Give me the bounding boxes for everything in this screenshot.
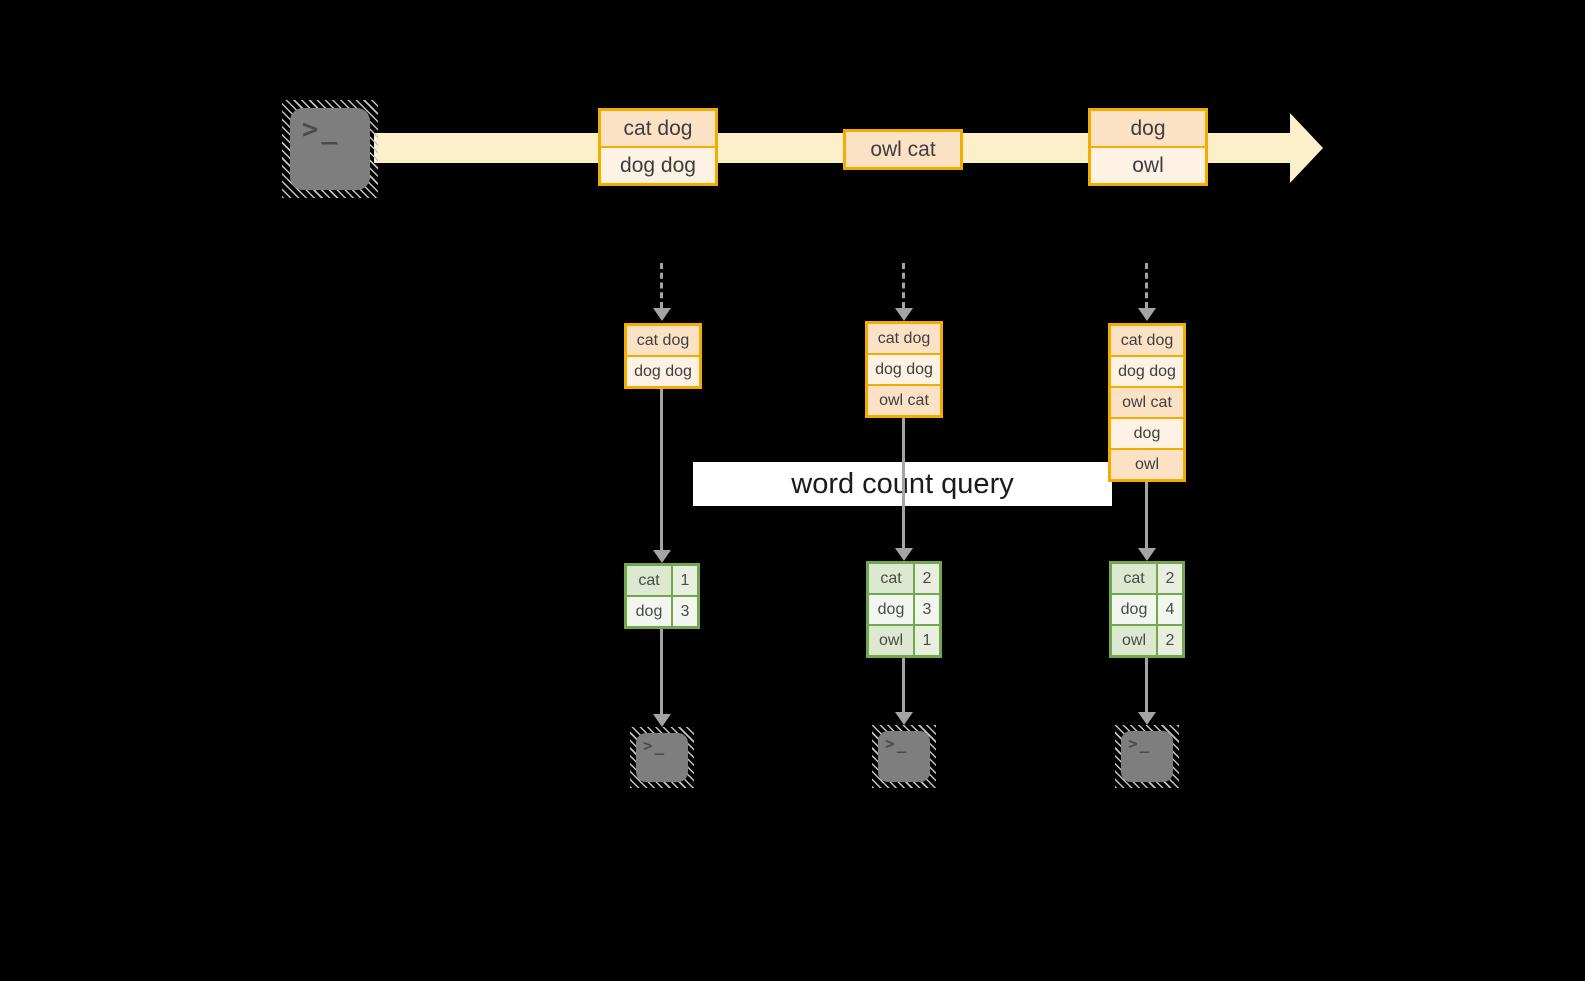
source-terminal-icon: >_ bbox=[282, 100, 378, 198]
stream-record: dog bbox=[1091, 111, 1205, 146]
table-row: dog 3 bbox=[869, 593, 939, 624]
dashed-arrow-head-icon bbox=[895, 308, 913, 321]
count-cell: 3 bbox=[915, 595, 939, 624]
stream-arrowhead-icon bbox=[1290, 113, 1323, 183]
output-terminal-icon-1: >_ bbox=[630, 727, 694, 788]
table-row: owl 2 bbox=[1112, 624, 1182, 655]
terminal-prompt-icon: >_ bbox=[885, 734, 909, 753]
count-cell: 1 bbox=[915, 626, 939, 655]
word-cell: cat bbox=[1112, 564, 1158, 593]
stream-record: dog dog bbox=[601, 146, 715, 183]
count-cell: 2 bbox=[1158, 626, 1182, 655]
terminal-prompt-icon: >_ bbox=[643, 736, 667, 755]
state-record: dog bbox=[1111, 417, 1183, 448]
output-arrow-head-icon bbox=[895, 712, 913, 725]
table-row: dog 4 bbox=[1112, 593, 1182, 624]
table-row: cat 2 bbox=[1112, 564, 1182, 593]
stream-batch-box-3: dog owl bbox=[1088, 108, 1208, 186]
output-arrow-line bbox=[902, 658, 905, 712]
word-cell: owl bbox=[869, 626, 915, 655]
state-record: owl cat bbox=[868, 384, 940, 415]
query-arrow-head-icon bbox=[1138, 548, 1156, 561]
terminal-screen: >_ bbox=[1121, 731, 1173, 782]
table-row: dog 3 bbox=[627, 595, 697, 626]
output-terminal-icon-2: >_ bbox=[872, 725, 936, 788]
table-row: owl 1 bbox=[869, 624, 939, 655]
word-count-table-1: cat 1 dog 3 bbox=[624, 563, 700, 629]
state-box-2: cat dog dog dog owl cat bbox=[865, 321, 943, 418]
output-arrow-head-icon bbox=[1138, 712, 1156, 725]
state-record: cat dog bbox=[868, 324, 940, 353]
table-row: cat 1 bbox=[627, 566, 697, 595]
dashed-arrow-line bbox=[902, 263, 905, 308]
dashed-arrow-head-icon bbox=[1138, 308, 1156, 321]
query-arrow-line bbox=[1145, 482, 1148, 548]
state-box-3: cat dog dog dog owl cat dog owl bbox=[1108, 323, 1186, 482]
query-arrow-line bbox=[660, 389, 663, 550]
stream-record: owl bbox=[1091, 146, 1205, 183]
word-cell: dog bbox=[627, 597, 673, 626]
table-row: cat 2 bbox=[869, 564, 939, 593]
word-cell: cat bbox=[869, 564, 915, 593]
count-cell: 2 bbox=[915, 564, 939, 593]
terminal-prompt-icon: >_ bbox=[1128, 734, 1152, 753]
word-cell: owl bbox=[1112, 626, 1158, 655]
terminal-screen: >_ bbox=[636, 733, 688, 782]
word-cell: dog bbox=[1112, 595, 1158, 624]
stream-record: cat dog bbox=[601, 111, 715, 146]
terminal-prompt-icon: >_ bbox=[302, 114, 341, 145]
query-arrow-head-icon bbox=[653, 550, 671, 563]
output-arrow-head-icon bbox=[653, 714, 671, 727]
state-record: dog dog bbox=[627, 355, 699, 386]
state-record: cat dog bbox=[627, 326, 699, 355]
count-cell: 2 bbox=[1158, 564, 1182, 593]
state-record: owl cat bbox=[1111, 386, 1183, 417]
count-cell: 4 bbox=[1158, 595, 1182, 624]
stream-batch-box-2: owl cat bbox=[843, 129, 963, 170]
state-record: dog dog bbox=[1111, 355, 1183, 386]
terminal-screen: >_ bbox=[290, 108, 370, 190]
word-count-table-3: cat 2 dog 4 owl 2 bbox=[1109, 561, 1185, 658]
terminal-screen: >_ bbox=[878, 731, 930, 782]
dashed-arrow-head-icon bbox=[653, 308, 671, 321]
word-cell: cat bbox=[627, 566, 673, 595]
word-count-table-2: cat 2 dog 3 owl 1 bbox=[866, 561, 942, 658]
dashed-arrow-line bbox=[1145, 263, 1148, 308]
query-arrow-head-icon bbox=[895, 548, 913, 561]
stream-record: owl cat bbox=[846, 132, 960, 167]
word-cell: dog bbox=[869, 595, 915, 624]
state-record: dog dog bbox=[868, 353, 940, 384]
output-terminal-icon-3: >_ bbox=[1115, 725, 1179, 788]
count-cell: 1 bbox=[673, 566, 697, 595]
state-record: cat dog bbox=[1111, 326, 1183, 355]
count-cell: 3 bbox=[673, 597, 697, 626]
stream-batch-box-1: cat dog dog dog bbox=[598, 108, 718, 186]
state-box-1: cat dog dog dog bbox=[624, 323, 702, 389]
dashed-arrow-line bbox=[660, 263, 663, 308]
state-record: owl bbox=[1111, 448, 1183, 479]
output-arrow-line bbox=[660, 629, 663, 714]
query-arrow-line bbox=[902, 418, 905, 548]
output-arrow-line bbox=[1145, 658, 1148, 712]
